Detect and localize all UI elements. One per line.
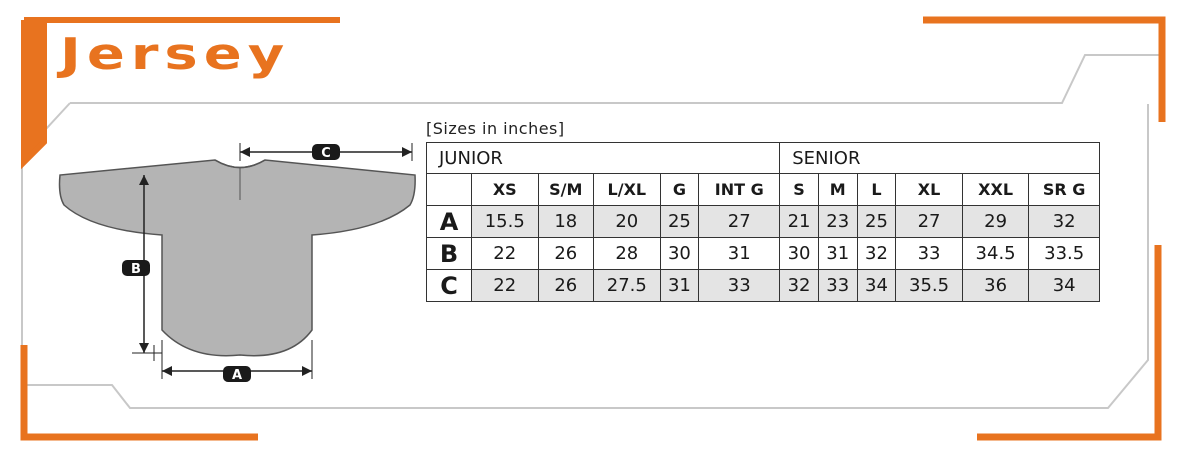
table-cell: 26 bbox=[537, 269, 595, 302]
table-cell: 22 bbox=[471, 237, 539, 270]
table-cell: 33 bbox=[895, 237, 963, 270]
frame-corner-bottom-left bbox=[20, 345, 258, 441]
table-cell: 18 bbox=[537, 205, 595, 238]
table-cell: 30 bbox=[659, 237, 700, 270]
table-cell: 27 bbox=[895, 205, 963, 238]
badge-c-label: C bbox=[321, 146, 331, 161]
arrow-c-right bbox=[402, 147, 412, 157]
table-cell: 30 bbox=[779, 237, 819, 270]
table-cell: 15.5 bbox=[471, 205, 539, 238]
row-label: C bbox=[426, 269, 472, 302]
size-header: XL bbox=[895, 173, 963, 206]
table-cell: 31 bbox=[817, 237, 858, 270]
size-header: L/XL bbox=[593, 173, 661, 206]
table-cell: 27 bbox=[698, 205, 781, 238]
badge-a bbox=[223, 366, 251, 382]
table-cell: 28 bbox=[593, 237, 661, 270]
table-cell: 23 bbox=[817, 205, 858, 238]
table-cell: 32 bbox=[856, 237, 897, 270]
size-header: INT G bbox=[698, 173, 781, 206]
table-cell: 25 bbox=[659, 205, 700, 238]
group-junior: JUNIOR bbox=[425, 142, 781, 174]
group-header-row: JUNIOR SENIOR bbox=[425, 142, 1100, 174]
table-cell: 26 bbox=[537, 237, 595, 270]
table-cell: 27.5 bbox=[593, 269, 661, 302]
frame-corner-bottom-right bbox=[977, 245, 1162, 441]
table-cell: 21 bbox=[779, 205, 819, 238]
table-cell: 32 bbox=[1028, 205, 1100, 238]
arrow-c-left bbox=[240, 147, 250, 157]
frame-outline bbox=[21, 54, 1163, 409]
arrow-b-top bbox=[139, 175, 149, 185]
table-cell: 33 bbox=[698, 269, 781, 302]
table-cell: 25 bbox=[856, 205, 897, 238]
jersey-silhouette bbox=[58, 159, 416, 357]
arrow-a-left bbox=[162, 366, 172, 376]
size-header: G bbox=[659, 173, 700, 206]
size-header: XS bbox=[471, 173, 539, 206]
table-cell: 33 bbox=[817, 269, 858, 302]
size-header-row: XS S/M L/XL G INT G S M L XL XXL SR G bbox=[426, 173, 1100, 206]
table-cell: 29 bbox=[961, 205, 1030, 238]
badge-c bbox=[312, 144, 340, 160]
page-title: Jersey bbox=[60, 29, 291, 80]
corner-cell bbox=[426, 173, 472, 206]
group-senior: SENIOR bbox=[779, 142, 1100, 174]
table-cell: 34.5 bbox=[961, 237, 1030, 270]
arrow-a-right bbox=[302, 366, 312, 376]
table-cell: 22 bbox=[471, 269, 539, 302]
size-header: S bbox=[779, 173, 819, 206]
jersey-diagram: C B A bbox=[58, 143, 416, 383]
size-chart-table: JUNIOR SENIOR XS S/M L/XL G INT G S M L … bbox=[425, 142, 1100, 302]
row-label: A bbox=[426, 205, 472, 238]
table-row: B 22 26 28 30 31 30 31 32 33 34.5 33.5 bbox=[426, 237, 1100, 270]
table-cell: 31 bbox=[659, 269, 700, 302]
frame-corner-top-right bbox=[923, 16, 1166, 122]
badge-b bbox=[122, 260, 150, 276]
table-cell: 32 bbox=[779, 269, 819, 302]
size-header: SR G bbox=[1028, 173, 1100, 206]
table-cell: 20 bbox=[593, 205, 661, 238]
size-header: S/M bbox=[537, 173, 595, 206]
size-header: XXL bbox=[961, 173, 1030, 206]
arrow-b-bottom bbox=[139, 343, 149, 353]
badge-a-label: A bbox=[232, 368, 242, 383]
table-cell: 34 bbox=[856, 269, 897, 302]
table-row: C 22 26 27.5 31 33 32 33 34 35.5 36 34 bbox=[426, 269, 1100, 302]
frame-corner-top-left bbox=[21, 17, 340, 170]
table-cell: 35.5 bbox=[895, 269, 963, 302]
row-label: B bbox=[426, 237, 472, 270]
table-cell: 36 bbox=[961, 269, 1030, 302]
table-cell: 31 bbox=[698, 237, 781, 270]
table-cell: 34 bbox=[1028, 269, 1100, 302]
table-cell: 33.5 bbox=[1028, 237, 1100, 270]
size-header: L bbox=[856, 173, 897, 206]
badge-b-label: B bbox=[131, 262, 141, 277]
table-row: A 15.5 18 20 25 27 21 23 25 27 29 32 bbox=[426, 205, 1100, 238]
units-note: [Sizes in inches] bbox=[426, 119, 565, 138]
size-header: M bbox=[817, 173, 858, 206]
jersey-collar bbox=[214, 159, 266, 169]
